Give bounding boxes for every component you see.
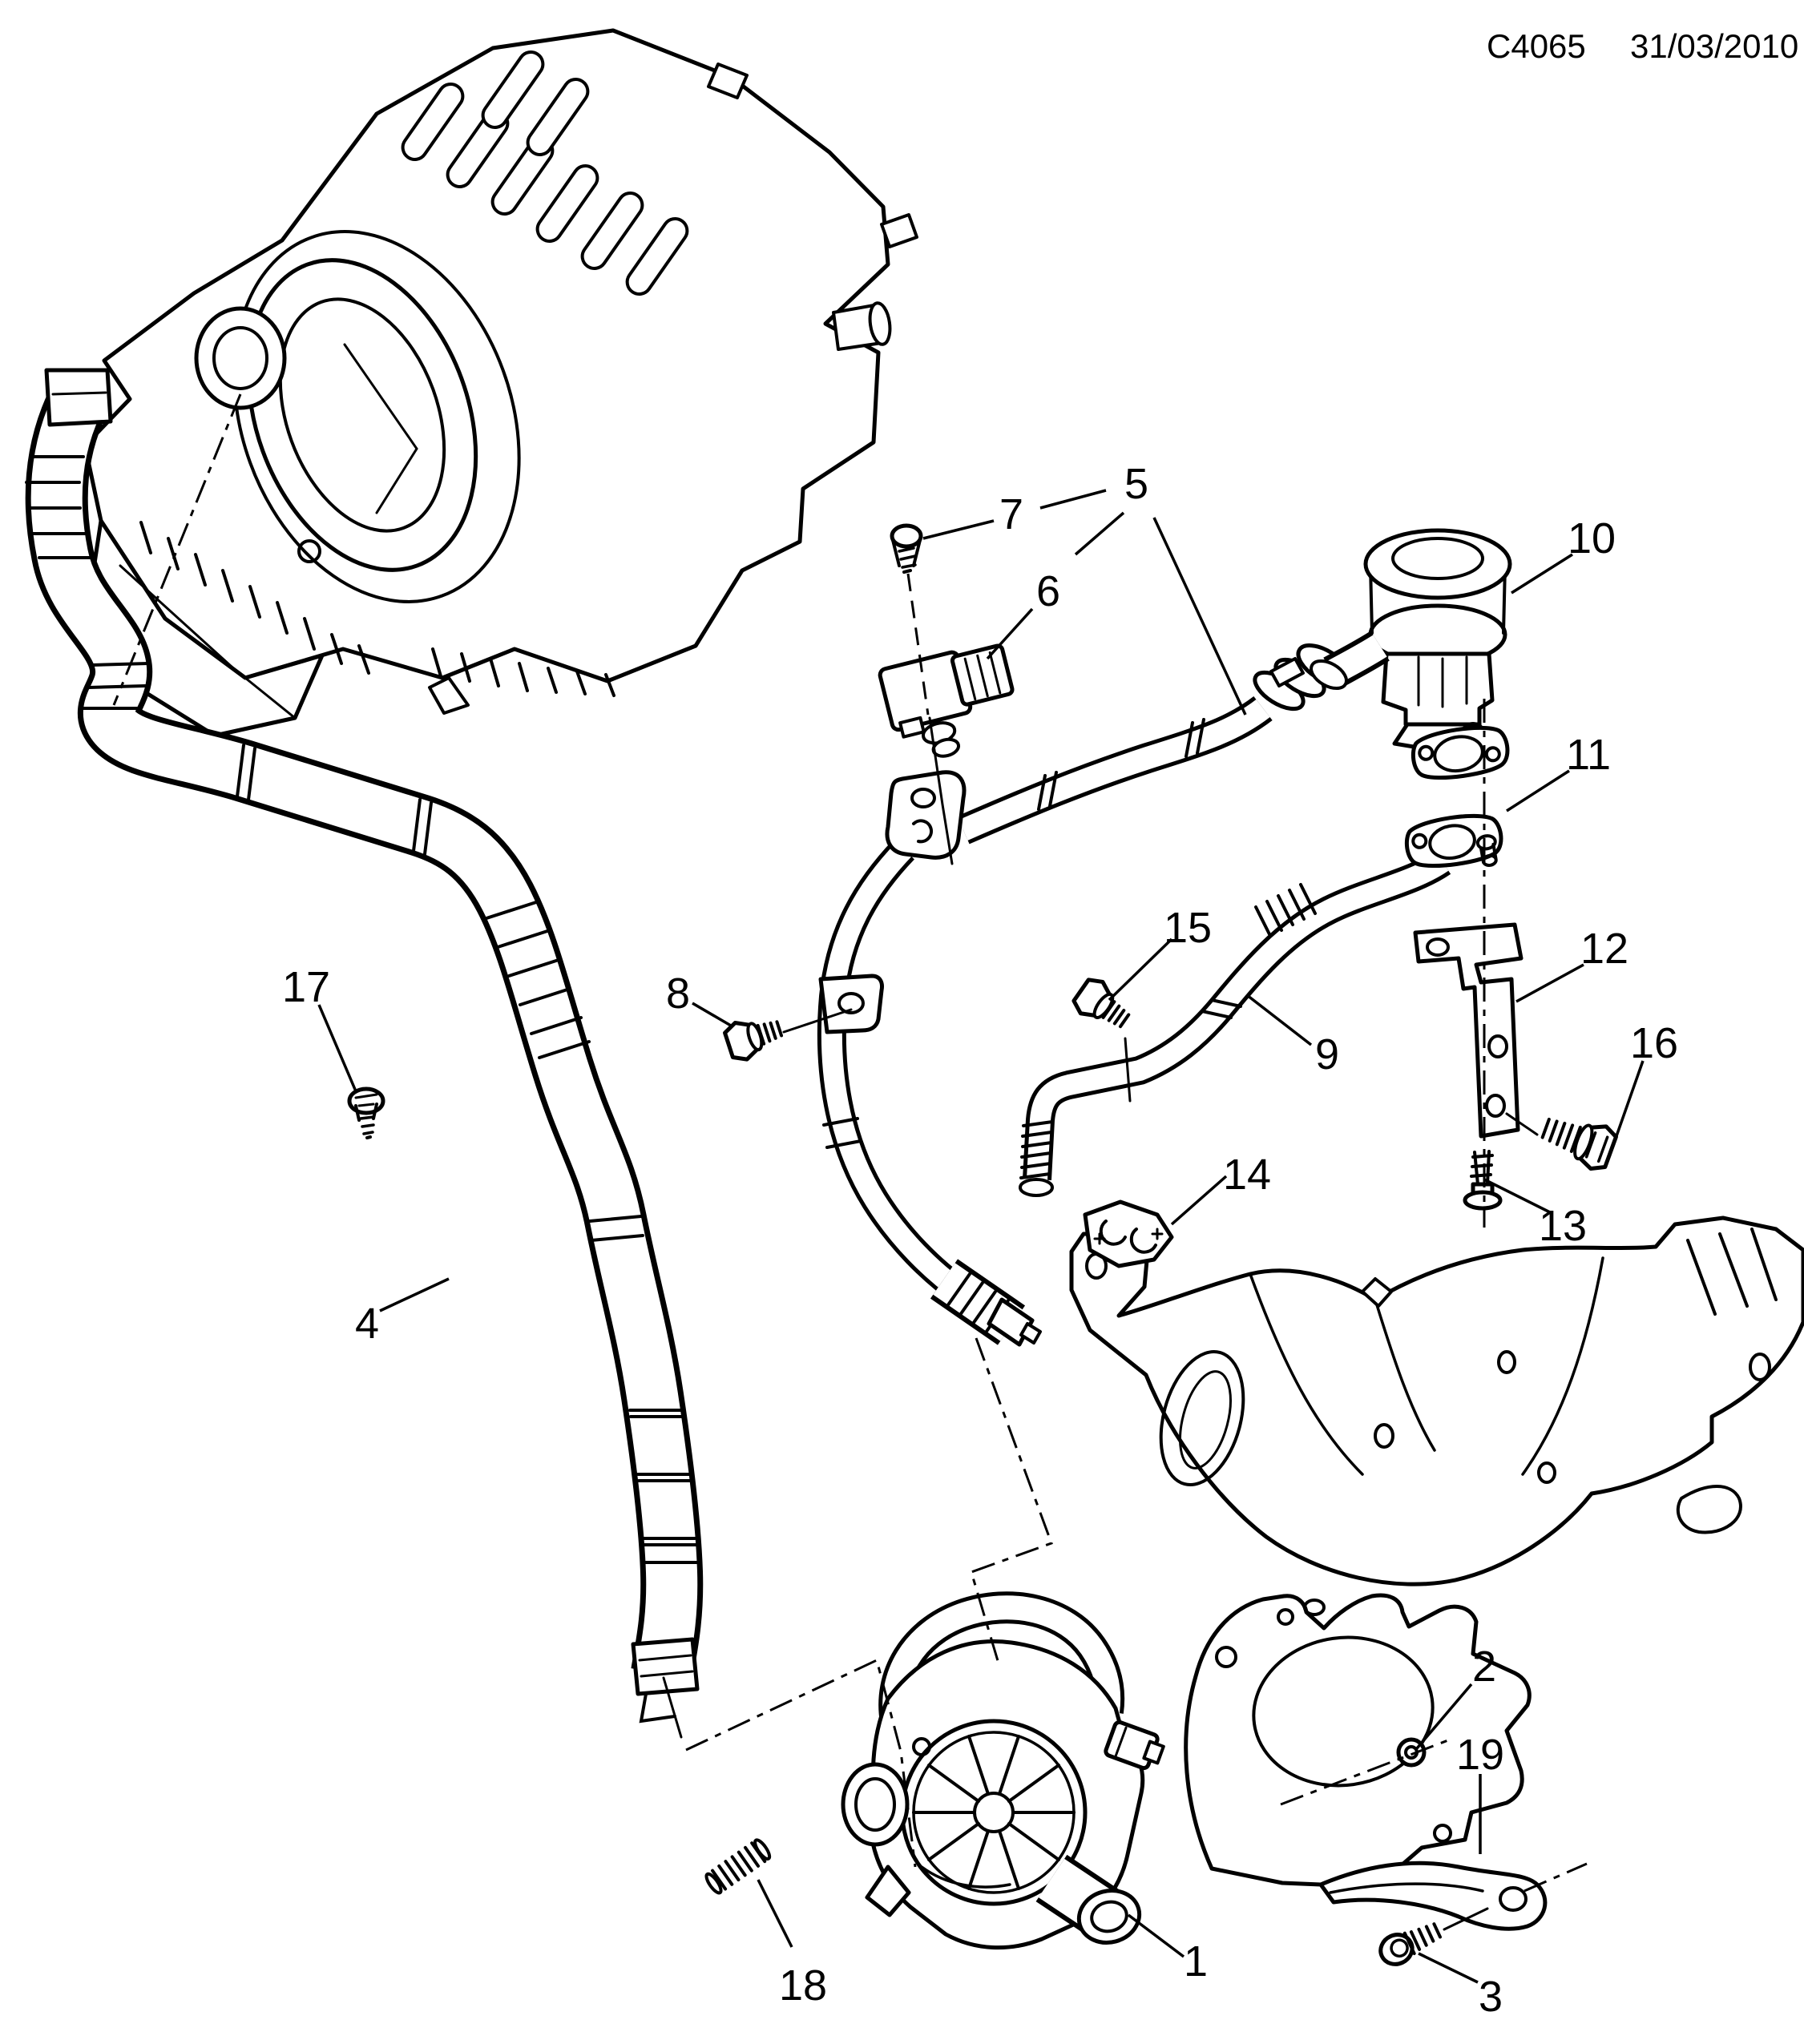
- bracket-arm-19: [1318, 1861, 1548, 1931]
- callout-17-leader: [317, 1004, 357, 1092]
- hose-corrugations: [25, 455, 699, 1564]
- callout-3-label: 3: [1479, 1973, 1503, 2021]
- callout-19-label: 19: [1456, 1731, 1504, 1779]
- callout-1-label: 1: [1184, 1937, 1208, 1986]
- callout-14-leader: [1170, 1175, 1228, 1226]
- callout-5-leader-2: [1074, 511, 1125, 556]
- heat-shield: [1069, 1216, 1804, 1586]
- callout-4-leader: [379, 1277, 450, 1312]
- callout-17-label: 17: [282, 963, 330, 1011]
- callout-12-label: 12: [1580, 925, 1628, 973]
- pump-spokes: [912, 1735, 1076, 1890]
- callout-16-leader: [1611, 1060, 1645, 1148]
- callout-16-label: 16: [1630, 1019, 1678, 1067]
- drawing-date: 31/03/2010: [1630, 27, 1798, 65]
- drawing-code: C4065: [1487, 27, 1586, 65]
- egr-valve: [1310, 528, 1512, 756]
- vent-slots: [401, 50, 689, 296]
- callout-6-leader: [986, 607, 1034, 660]
- air-cleaner-assembly: [83, 28, 918, 738]
- callout-10-leader: [1511, 553, 1573, 595]
- callout-13-leader: [1483, 1178, 1552, 1215]
- callout-14-label: 14: [1223, 1151, 1271, 1199]
- screw-17: [347, 1087, 385, 1139]
- callout-2-leader: [1415, 1683, 1473, 1750]
- air-injection-pump: [841, 1591, 1165, 1950]
- bolt-15: [1072, 978, 1132, 1103]
- intake-hose-4: [25, 368, 704, 1723]
- egr-pipe-9: [1019, 813, 1503, 1197]
- bolt-16: [1505, 1112, 1618, 1171]
- callout-3-leader: [1418, 1952, 1479, 1984]
- callout-11-label: 11: [1566, 731, 1611, 779]
- callout-2-label: 2: [1472, 1643, 1496, 1691]
- air-pipe-assembly-5: [817, 643, 1352, 1347]
- callout-1-leader: [1127, 1913, 1185, 1958]
- callout-11-leader: [1506, 769, 1570, 812]
- screw-13: [1463, 1150, 1503, 1211]
- pump-bracket: [1184, 1593, 1548, 1931]
- callout-15-label: 15: [1164, 904, 1212, 952]
- callout-12-leader: [1515, 963, 1584, 1003]
- screw-3: [1378, 1862, 1588, 1966]
- assembly-lines: [112, 393, 1486, 1868]
- pump-connector: [1104, 1719, 1165, 1771]
- callout-18-leader: [757, 1879, 793, 1948]
- callout-15-leader: [1108, 937, 1173, 1002]
- callout-4-label: 4: [355, 1300, 379, 1348]
- callout-5-leader: [1039, 489, 1107, 510]
- bolt-8: [723, 1008, 853, 1062]
- callout-9-label: 9: [1315, 1030, 1339, 1078]
- callout-8-leader: [692, 1002, 732, 1027]
- callout-13-label: 13: [1539, 1202, 1587, 1250]
- sensor-6: [878, 643, 1015, 758]
- callout-5-leader-3: [1152, 517, 1247, 716]
- callout-10-label: 10: [1568, 514, 1616, 562]
- screw-7: [890, 523, 923, 574]
- callout-9-leader: [1245, 994, 1313, 1046]
- callout-8-label: 8: [666, 970, 690, 1018]
- bracket-12: [1413, 922, 1524, 1139]
- callout-18-label: 18: [779, 1961, 827, 2010]
- callout-5-label: 5: [1124, 460, 1148, 508]
- housing-ribs: [139, 521, 615, 697]
- callout-7-leader: [922, 519, 995, 540]
- clamp-14: [1083, 1199, 1174, 1268]
- callout-6-label: 6: [1036, 567, 1060, 615]
- stud-18: [704, 1838, 772, 1895]
- callout-7-label: 7: [999, 490, 1023, 538]
